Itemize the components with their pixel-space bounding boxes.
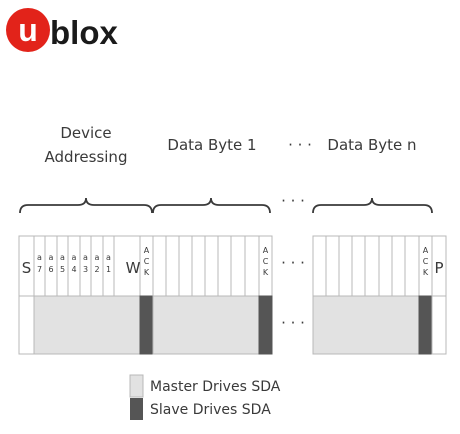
bit-label-a1-top: a (106, 253, 111, 262)
bit-label-a3-top: a (83, 253, 88, 262)
bit-label-a3-bottom: 3 (83, 265, 88, 274)
cell-dn-b4 (351, 235, 366, 297)
bit-label-write: W (126, 259, 141, 277)
ack1-label-k: K (144, 268, 150, 277)
ack2-label-k: K (263, 268, 269, 277)
bit-label-start: S (22, 259, 32, 277)
cell-d1-b4 (191, 235, 206, 297)
ublox-logo: u blox (6, 8, 118, 52)
ack3-label-c: C (423, 257, 429, 266)
brace-data-byte-1 (152, 197, 271, 214)
legend-master-swatch (129, 374, 144, 398)
bit-label-a4-bottom: 4 (71, 265, 76, 274)
bit-label-a4-top: a (72, 253, 77, 262)
cell-dn-b6 (325, 235, 340, 297)
driver-master-data-n (312, 295, 420, 355)
driver-stop (431, 295, 447, 355)
bit-cells-addressing (18, 235, 154, 297)
driver-slave-ack-3 (418, 295, 433, 355)
bit-label-a7-bottom: 7 (37, 265, 42, 274)
cell-dn-b7 (312, 235, 327, 297)
driver-row (18, 295, 447, 355)
brace-device-addressing (19, 197, 153, 214)
ack3-label-a: A (423, 246, 429, 255)
legend-slave-label: Slave Drives SDA (150, 402, 271, 418)
cell-d1-b6 (165, 235, 180, 297)
bit-label-a1-bottom: 1 (106, 265, 111, 274)
driver-slave-ack-2 (258, 295, 273, 355)
cell-dn-b3 (364, 235, 380, 297)
cell-d1-b1 (230, 235, 246, 297)
cell-ack-2 (258, 235, 273, 297)
driver-slave-ack-1 (139, 295, 154, 355)
driver-ellipsis: · · · (281, 314, 305, 332)
bit-label-a2-top: a (95, 253, 100, 262)
cell-dn-b0 (404, 235, 420, 297)
driver-start (18, 295, 35, 355)
cell-d1-b5 (178, 235, 193, 297)
header-ellipsis: · · · (288, 136, 312, 154)
cell-write (113, 235, 141, 297)
ack1-label-a: A (144, 246, 150, 255)
bit-label-a6-top: a (49, 253, 54, 262)
bit-label-a2-bottom: 2 (94, 265, 99, 274)
cell-dn-b2 (378, 235, 393, 297)
cells-ellipsis: · · · (281, 254, 305, 272)
bit-label-a5-top: a (60, 253, 65, 262)
driver-master-address (33, 295, 141, 355)
legend-slave-swatch (130, 398, 143, 420)
ack2-label-a: A (263, 246, 269, 255)
cell-d1-b3 (204, 235, 219, 297)
cell-d1-b0 (244, 235, 260, 297)
brace-data-byte-n (312, 197, 433, 214)
cell-ack-3 (418, 235, 433, 297)
header-data-byte-1: Data Byte 1 (167, 136, 256, 154)
header-data-byte-n: Data Byte n (327, 136, 416, 154)
bit-cells-data-byte-n (312, 235, 447, 297)
header-device-line2: Addressing (45, 148, 128, 166)
brace-ellipsis: · · · (281, 192, 305, 210)
bit-label-stop: P (434, 259, 443, 277)
cell-d1-b7 (152, 235, 167, 297)
cell-dn-b5 (338, 235, 353, 297)
legend-master-label: Master Drives SDA (150, 379, 281, 395)
logo-red-circle (6, 8, 50, 52)
bit-label-a6-bottom: 6 (48, 265, 53, 274)
cell-ack-1 (139, 235, 154, 297)
ack2-label-c: C (263, 257, 269, 266)
bit-cells-data-byte-1 (152, 235, 273, 297)
logo-letter-u: u (18, 12, 38, 48)
cell-d1-b2 (217, 235, 232, 297)
bit-label-a7-top: a (37, 253, 42, 262)
ack1-label-c: C (144, 257, 150, 266)
header-device-line1: Device (60, 124, 111, 142)
ack3-label-k: K (423, 268, 429, 277)
logo-wordmark: blox (50, 14, 118, 51)
cell-dn-b1 (391, 235, 406, 297)
driver-master-data-1 (152, 295, 260, 355)
bit-label-a5-bottom: 5 (60, 265, 65, 274)
